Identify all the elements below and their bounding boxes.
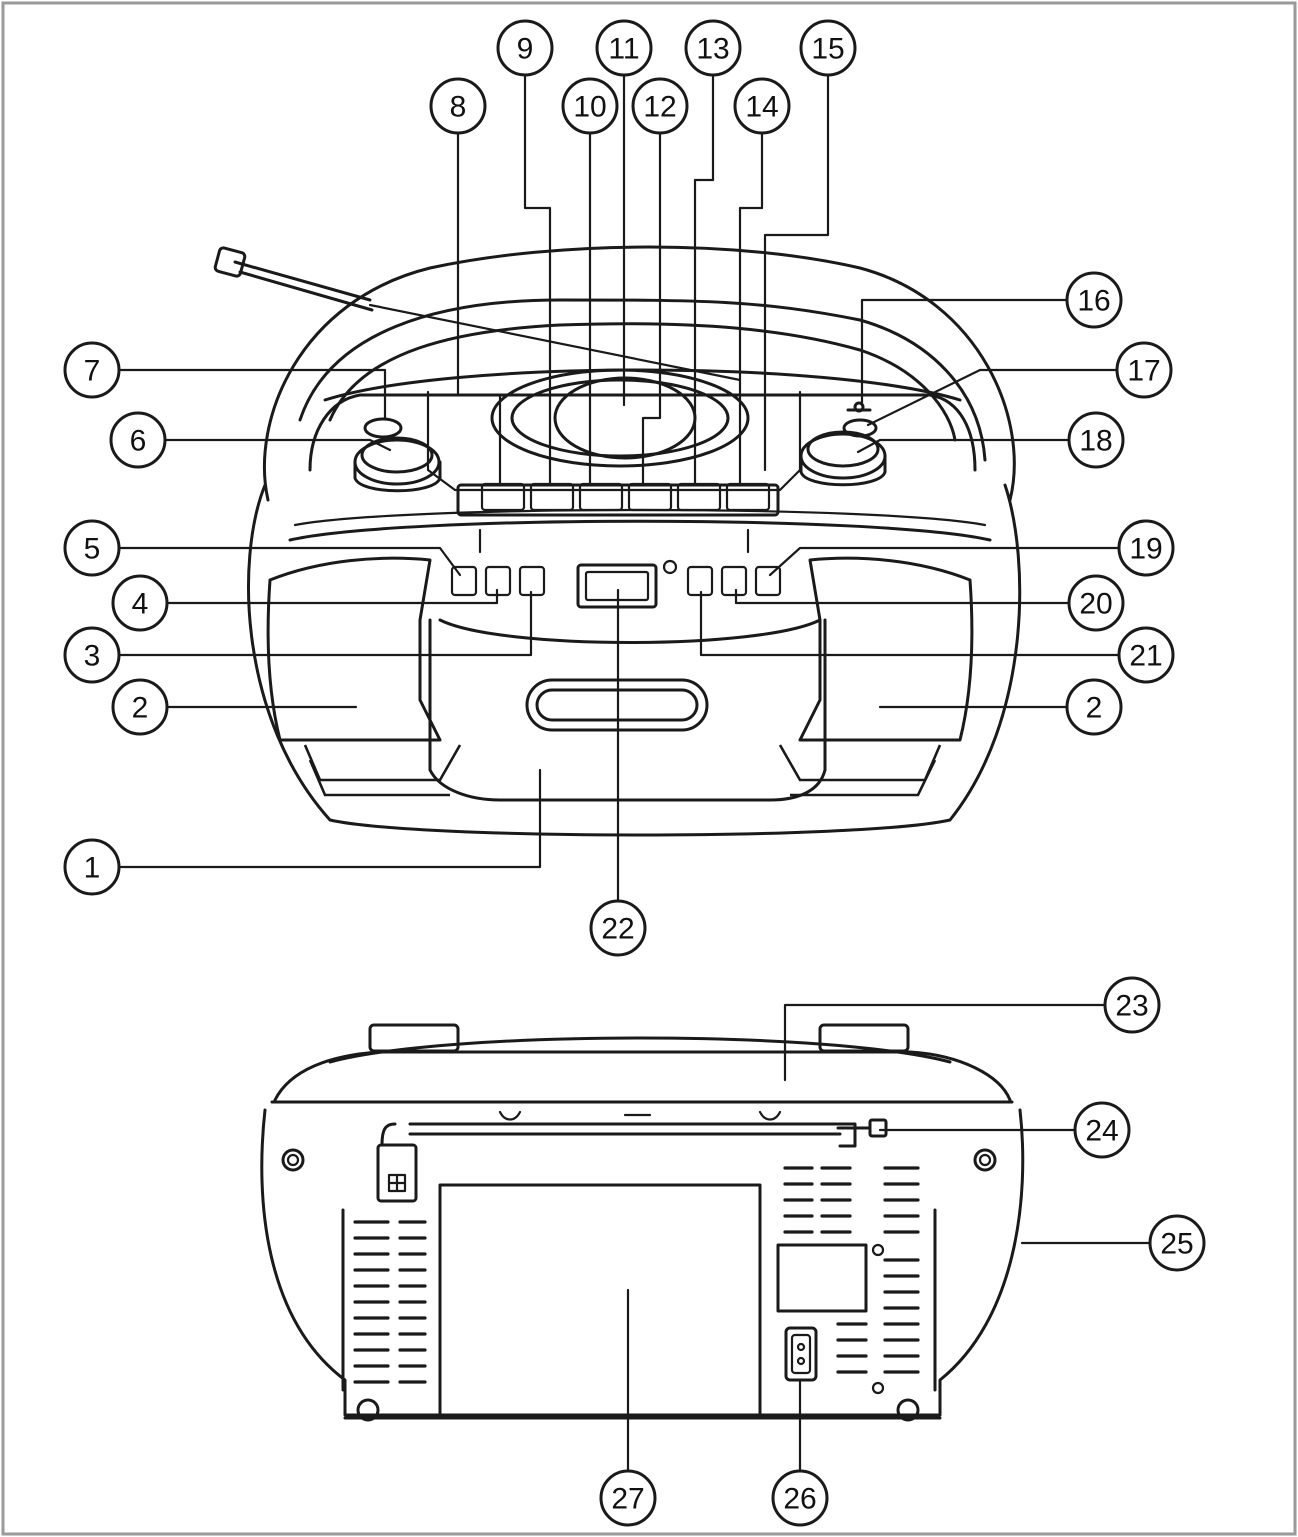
svg-text:18: 18: [1079, 425, 1112, 458]
svg-text:26: 26: [783, 1483, 816, 1516]
svg-text:9: 9: [517, 33, 534, 66]
callout-22: 22: [589, 899, 647, 957]
callout-7: 7: [63, 341, 121, 399]
callout-8: 8: [429, 77, 487, 135]
svg-text:24: 24: [1085, 1115, 1118, 1148]
ac-power-socket: [784, 1326, 818, 1382]
switch-knob: [842, 418, 878, 438]
callout-15: 15: [799, 19, 857, 77]
carry-handle: [263, 245, 1016, 502]
svg-text:2: 2: [1086, 692, 1103, 725]
tuning-knob: [353, 436, 442, 493]
rating-label-area: [776, 1243, 868, 1313]
svg-text:15: 15: [811, 33, 844, 66]
battery-compartment: [438, 1183, 762, 1419]
svg-text:6: 6: [130, 425, 147, 458]
svg-text:21: 21: [1129, 640, 1162, 673]
callout-17: 17: [1115, 341, 1173, 399]
callout-11: 11: [595, 19, 653, 77]
svg-text:23: 23: [1115, 990, 1148, 1023]
callout-20: 20: [1067, 574, 1125, 632]
back-view: [260, 1023, 1025, 1422]
cassette-door: [428, 618, 827, 802]
callout-2-right: 2: [1065, 678, 1123, 736]
svg-text:27: 27: [611, 1483, 644, 1516]
svg-text:5: 5: [84, 533, 101, 566]
callout-18: 18: [1067, 411, 1125, 469]
svg-text:3: 3: [84, 640, 101, 673]
callout-12: 12: [631, 77, 689, 135]
callout-27: 27: [599, 1469, 657, 1527]
volume-knob: [799, 430, 887, 487]
callout-16: 16: [1065, 271, 1123, 329]
callout-1: 1: [63, 838, 121, 896]
callout-9: 9: [496, 19, 554, 77]
antenna-front: [213, 246, 742, 382]
svg-text:11: 11: [608, 33, 639, 66]
callout-25: 25: [1148, 1214, 1206, 1272]
callouts: 9 11 13 15 8 10 12 14 7 6 5 4 3 2 1 16 1…: [63, 19, 1206, 1527]
svg-text:1: 1: [84, 852, 101, 885]
front-panel-buttons: [450, 559, 782, 609]
svg-text:12: 12: [643, 91, 676, 124]
svg-text:19: 19: [1129, 533, 1162, 566]
svg-text:10: 10: [573, 91, 606, 124]
svg-text:14: 14: [745, 91, 778, 124]
vent-left: [341, 1208, 937, 1392]
callout-19: 19: [1117, 519, 1175, 577]
svg-text:17: 17: [1127, 355, 1160, 388]
leader-lines: [118, 74, 1152, 1472]
svg-text:13: 13: [696, 33, 729, 66]
svg-text:22: 22: [601, 913, 634, 946]
callout-5: 5: [63, 519, 121, 577]
callout-6: 6: [109, 411, 167, 469]
svg-text:16: 16: [1077, 285, 1110, 318]
callout-23: 23: [1103, 976, 1161, 1034]
callout-2-left: 2: [111, 678, 169, 736]
callout-4: 4: [111, 574, 169, 632]
antenna-back: [376, 1110, 888, 1203]
speaker-right: [798, 556, 974, 742]
svg-text:25: 25: [1160, 1228, 1193, 1261]
callout-21: 21: [1117, 626, 1175, 684]
callout-14: 14: [733, 77, 791, 135]
callout-26: 26: [771, 1469, 829, 1527]
callout-3: 3: [63, 626, 121, 684]
callout-24: 24: [1073, 1101, 1131, 1159]
vent-right: [783, 1166, 920, 1374]
callout-13: 13: [684, 19, 742, 77]
svg-text:2: 2: [132, 692, 149, 725]
svg-text:20: 20: [1079, 588, 1112, 621]
front-body-outline: [247, 483, 1022, 837]
speaker-left: [266, 556, 442, 742]
callout-10: 10: [561, 77, 619, 135]
svg-text:8: 8: [450, 91, 467, 124]
svg-text:7: 7: [84, 355, 101, 388]
power-indicator: [363, 417, 403, 439]
svg-text:4: 4: [132, 588, 149, 621]
cd-lid: [490, 368, 750, 468]
